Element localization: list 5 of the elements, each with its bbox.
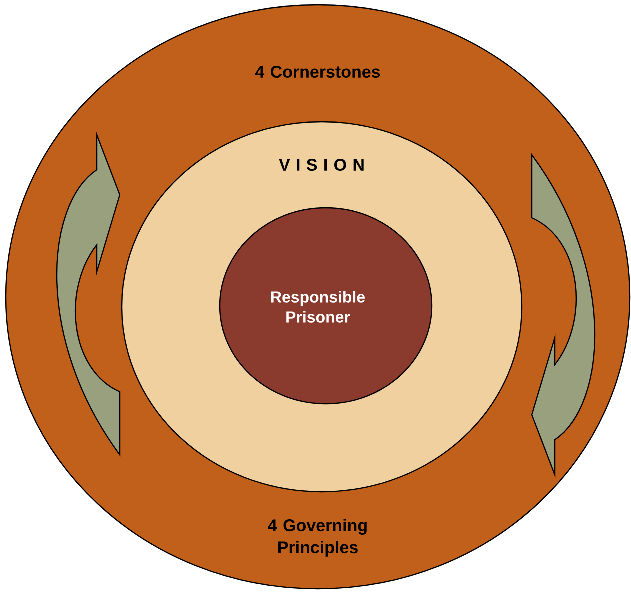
label: 4 Governing Principles bbox=[268, 519, 367, 557]
label: V I S I O N bbox=[279, 158, 364, 172]
label: Responsible Prisoner bbox=[272, 291, 366, 323]
label: 4 Cornerstones bbox=[255, 66, 380, 78]
ring-ellipse bbox=[219, 207, 433, 405]
